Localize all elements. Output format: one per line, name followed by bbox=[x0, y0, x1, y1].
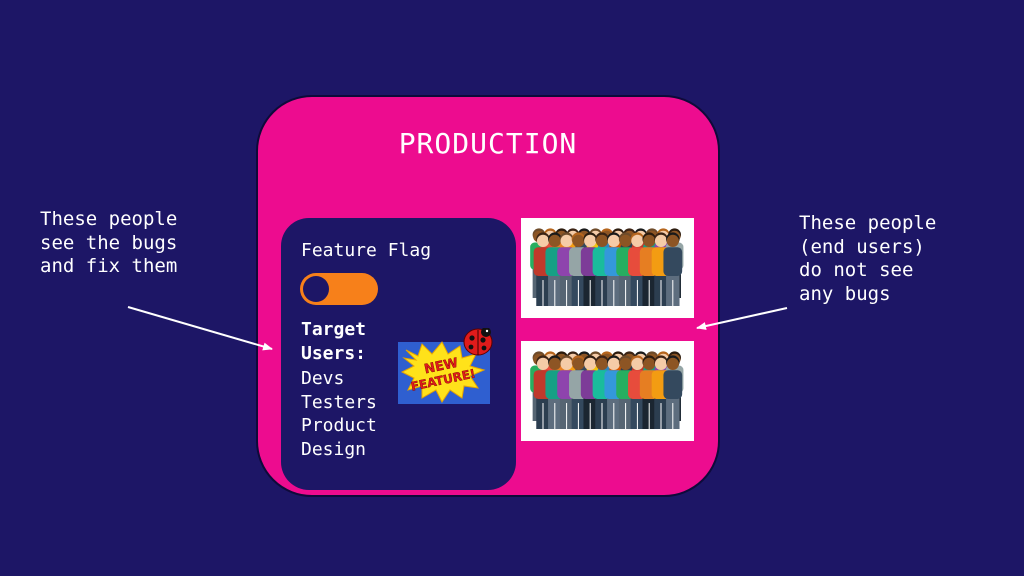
end-users-group-top bbox=[521, 218, 694, 318]
annotation-end-users: These people (end users) do not see any … bbox=[799, 212, 937, 305]
ladybug-icon bbox=[463, 327, 493, 356]
end-users-group-bottom bbox=[521, 341, 694, 441]
target-user-item: Design bbox=[301, 438, 367, 460]
target-user-item: Testers bbox=[301, 391, 377, 413]
target-user-item: Devs bbox=[301, 368, 345, 389]
toggle-knob bbox=[303, 276, 329, 302]
badge-text-line1: NEW bbox=[423, 356, 459, 378]
feature-flag-title: Feature Flag bbox=[301, 240, 432, 261]
crowd-illustration-icon bbox=[530, 228, 684, 306]
target-users-label: Target Users: bbox=[301, 319, 367, 364]
arrow-to-feature-flag bbox=[127, 306, 273, 351]
annotation-internal-users: These people see the bugs and fix them bbox=[40, 208, 178, 277]
new-feature-badge: NEW FEATURE! bbox=[398, 327, 494, 404]
feature-flag-toggle[interactable] bbox=[300, 273, 378, 305]
new-feature-starburst-icon: NEW FEATURE! bbox=[398, 327, 493, 404]
person-figure bbox=[663, 232, 683, 306]
target-users-list: Devs Testers Product Design bbox=[301, 367, 377, 461]
person-figure bbox=[557, 232, 576, 306]
person-figure bbox=[545, 232, 565, 306]
crowd-illustration-icon bbox=[530, 351, 684, 429]
target-user-item: Product bbox=[301, 415, 377, 436]
production-title: PRODUCTION bbox=[398, 127, 578, 160]
person-figure bbox=[663, 355, 683, 429]
